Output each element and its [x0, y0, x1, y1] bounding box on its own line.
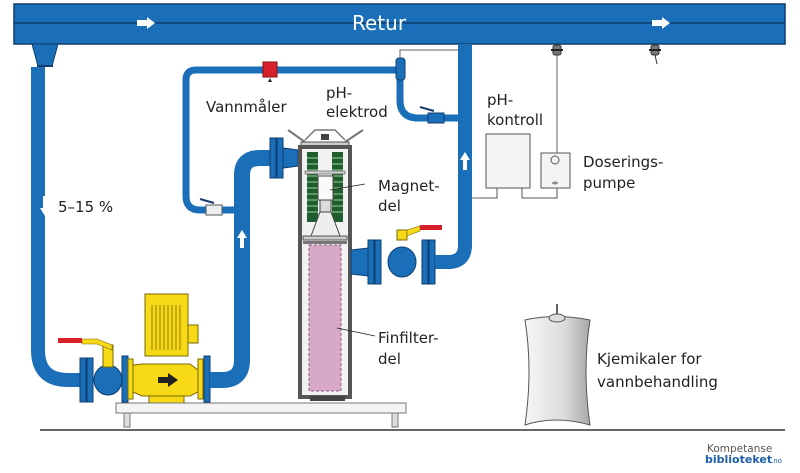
flow-arrow-right-icon: [158, 373, 178, 387]
injection-nozzle-icon: [551, 44, 563, 56]
inlet-flange: [269, 137, 299, 179]
flow-arrow-up-icon: [460, 152, 470, 170]
magnet-part-label-1: Magnet-: [378, 177, 440, 195]
water-meter-label: Vannmåler: [206, 98, 288, 116]
logo-line-2: biblioteket: [705, 453, 772, 466]
filter-housing: [287, 129, 364, 401]
filter-pointer: [336, 327, 376, 337]
magnet-part-label-2: del: [378, 197, 401, 215]
ph-electrode-label-2: elektrod: [326, 103, 388, 121]
logo-line-1: Kompetanse: [707, 443, 772, 455]
flow-arrow-right-icon: [652, 17, 670, 29]
fine-filter-label-2: del: [378, 350, 401, 368]
ph-control-label-2: kontroll: [487, 111, 543, 129]
magnet-pointer: [329, 183, 366, 191]
chemicals-label-2: vannbehandling: [597, 373, 718, 391]
ph-electrode-label-1: pH-: [326, 84, 352, 102]
ball-valve-icon: [58, 338, 129, 403]
ball-valve-icon: [419, 106, 445, 124]
logo: Kompetanse biblioteket .no: [705, 443, 782, 466]
water-meter-icon: [262, 61, 278, 82]
magnet-coil: [307, 152, 343, 222]
filter-outlet-pipe: [350, 44, 472, 285]
sample-loop-pipe: [182, 66, 460, 214]
fine-filter-label-1: Finfilter-: [378, 329, 439, 347]
ph-controller-box: [480, 133, 558, 199]
return-pipe-title: Retur: [352, 11, 407, 35]
bypass-flow-label: 5–15 %: [58, 198, 113, 216]
dosing-pump-label-2: pumpe: [583, 174, 635, 192]
chemical-canister-icon: [524, 304, 591, 426]
dosing-pump-label-1: Doserings-: [583, 153, 663, 171]
flow-arrow-right-icon: [137, 17, 155, 29]
pump-motor-icon: [127, 293, 211, 405]
dosing-pump-box: [540, 48, 571, 189]
pump-outlet-pipe: [210, 150, 275, 388]
chemicals-label-1: Kjemikaler for: [597, 350, 702, 368]
flow-arrow-down-icon: [40, 196, 50, 216]
ph-control-label-1: pH-: [487, 91, 513, 109]
bypass-pipe: [31, 43, 80, 387]
ball-valve-icon: [199, 198, 223, 216]
logo-suffix: .no: [771, 457, 782, 465]
base-plate: [115, 402, 407, 428]
flow-arrow-up-icon: [237, 230, 247, 248]
injection-nozzle-icon: [649, 44, 661, 65]
